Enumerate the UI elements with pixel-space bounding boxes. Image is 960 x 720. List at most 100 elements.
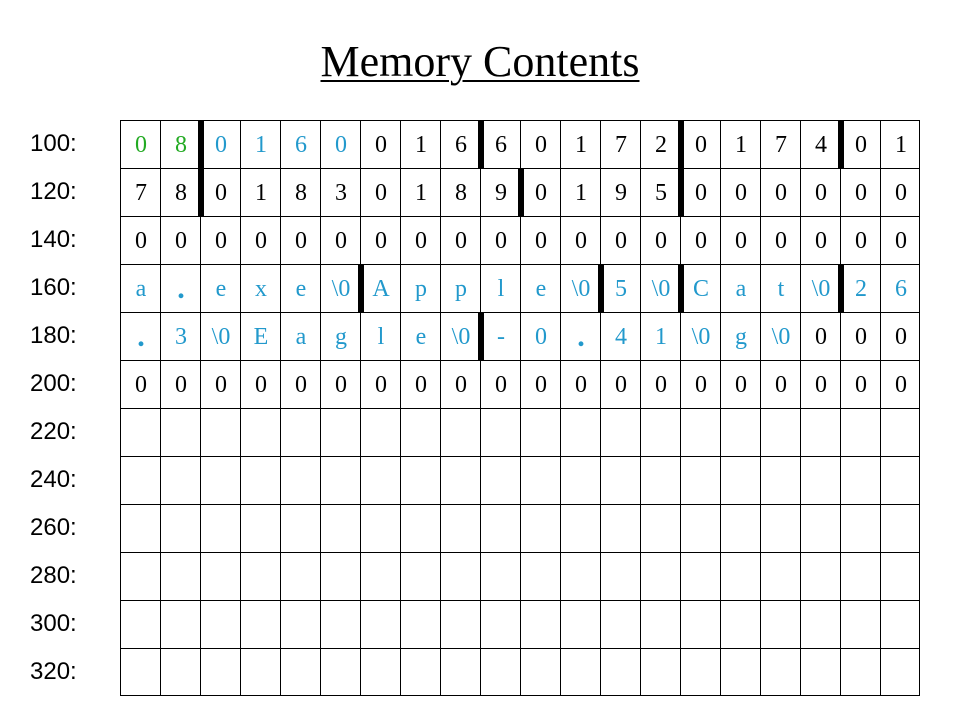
memory-cell: \0 xyxy=(451,324,471,350)
memory-cell: 0 xyxy=(855,180,867,206)
word-boundary-marker xyxy=(678,169,684,217)
memory-cell: 0 xyxy=(215,180,227,206)
memory-cell: . xyxy=(177,272,185,305)
memory-cell: 8 xyxy=(175,180,187,206)
memory-cell: E xyxy=(253,324,269,350)
word-boundary-marker xyxy=(518,169,524,217)
grid-row-line xyxy=(121,456,919,457)
memory-cell: a xyxy=(135,276,147,302)
memory-cell: 0 xyxy=(415,228,427,254)
memory-cell: 0 xyxy=(175,372,187,398)
memory-cell: t xyxy=(777,276,785,302)
memory-cell: 0 xyxy=(735,180,747,206)
memory-cell: 1 xyxy=(255,132,267,158)
memory-cell: 4 xyxy=(815,132,827,158)
memory-cell: 0 xyxy=(415,372,427,398)
address-label: 140: xyxy=(30,226,77,253)
memory-cell: 0 xyxy=(855,372,867,398)
memory-cell: 0 xyxy=(855,228,867,254)
address-label: 120: xyxy=(30,178,77,205)
diagram-title: Memory Contents xyxy=(320,37,640,86)
memory-cell: 0 xyxy=(535,180,547,206)
memory-cell: 7 xyxy=(615,132,627,158)
memory-cell: g xyxy=(735,324,747,350)
memory-cell: 0 xyxy=(335,132,347,158)
memory-cell: \0 xyxy=(691,324,711,350)
word-boundary-marker xyxy=(838,121,844,169)
memory-cell: 6 xyxy=(455,132,467,158)
address-label: 160: xyxy=(30,274,77,301)
address-label: 280: xyxy=(30,562,77,589)
memory-cell: 1 xyxy=(895,132,907,158)
memory-cell: 0 xyxy=(495,228,507,254)
memory-cell: 0 xyxy=(655,372,667,398)
memory-cell: 3 xyxy=(175,324,187,350)
memory-cell: 0 xyxy=(215,372,227,398)
memory-cell: g xyxy=(335,324,347,350)
memory-cell: 1 xyxy=(415,180,427,206)
word-boundary-marker xyxy=(478,121,484,169)
memory-cell: 0 xyxy=(535,372,547,398)
memory-cell: 0 xyxy=(215,132,227,158)
memory-cell: 0 xyxy=(695,132,707,158)
memory-cell: 0 xyxy=(735,372,747,398)
grid-row-line xyxy=(121,600,919,601)
memory-cell: A xyxy=(372,276,390,302)
word-boundary-marker xyxy=(198,169,204,217)
word-boundary-marker xyxy=(478,313,484,361)
memory-cell: 0 xyxy=(375,132,387,158)
memory-cell: \0 xyxy=(211,324,231,350)
memory-cell: 0 xyxy=(375,180,387,206)
memory-cell: l xyxy=(377,324,385,350)
memory-cell: C xyxy=(692,276,709,302)
memory-cell: \0 xyxy=(771,324,791,350)
memory-cell: 6 xyxy=(295,132,307,158)
grid-row-line xyxy=(121,408,919,409)
grid-row-line xyxy=(121,168,919,169)
memory-cell: 0 xyxy=(575,228,587,254)
memory-cell: 0 xyxy=(175,228,187,254)
memory-cell: 1 xyxy=(255,180,267,206)
address-label: 220: xyxy=(30,418,77,445)
memory-cell: 0 xyxy=(855,324,867,350)
memory-cell: 1 xyxy=(655,324,667,350)
memory-cell: \0 xyxy=(331,276,351,302)
memory-cell: 3 xyxy=(335,180,347,206)
memory-cell: l xyxy=(497,276,505,302)
memory-cell: 6 xyxy=(495,132,507,158)
word-boundary-marker xyxy=(598,265,604,313)
memory-cell: 0 xyxy=(615,228,627,254)
memory-cell: 0 xyxy=(295,372,307,398)
memory-cell: 2 xyxy=(655,132,667,158)
memory-cell: 0 xyxy=(695,228,707,254)
memory-cell: 6 xyxy=(895,276,907,302)
memory-cell: e xyxy=(295,276,307,302)
grid-row-line xyxy=(121,312,919,313)
memory-cell: 0 xyxy=(135,228,147,254)
memory-cell: 0 xyxy=(535,228,547,254)
memory-cell: 1 xyxy=(415,132,427,158)
address-label: 260: xyxy=(30,514,77,541)
memory-cell: p xyxy=(415,276,427,302)
memory-cell: 1 xyxy=(735,132,747,158)
memory-cell: 0 xyxy=(135,372,147,398)
memory-cell: 0 xyxy=(775,372,787,398)
memory-cell: 9 xyxy=(495,180,507,206)
word-boundary-marker xyxy=(198,121,204,169)
address-label: 320: xyxy=(30,658,77,685)
memory-cell: 7 xyxy=(135,180,147,206)
memory-cell: 0 xyxy=(815,180,827,206)
word-boundary-marker xyxy=(838,265,844,313)
memory-cell: 0 xyxy=(815,228,827,254)
word-boundary-marker xyxy=(358,265,364,313)
memory-cell: e xyxy=(415,324,427,350)
memory-cell: 0 xyxy=(855,132,867,158)
memory-cell: - xyxy=(497,324,505,350)
memory-cell: 0 xyxy=(455,372,467,398)
memory-cell: 0 xyxy=(495,372,507,398)
memory-cell: 0 xyxy=(895,372,907,398)
memory-cell: e xyxy=(215,276,227,302)
memory-cell: x xyxy=(255,276,267,302)
memory-cell: 0 xyxy=(335,372,347,398)
